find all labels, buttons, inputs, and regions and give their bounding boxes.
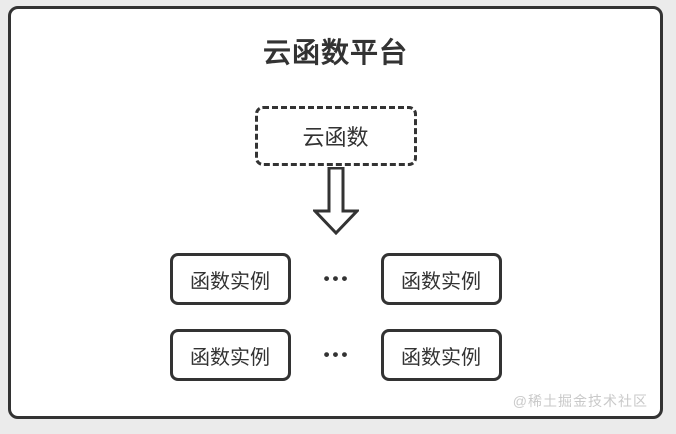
cloud-function-box: 云函数 [254, 106, 417, 166]
function-instance-box: 函数实例 [169, 253, 291, 305]
function-instance-box: 函数实例 [380, 253, 502, 305]
page-title: 云函数平台 [262, 37, 408, 68]
function-instance-box: 函数实例 [380, 329, 502, 381]
instance-row: 函数实例 ••• 函数实例 [169, 253, 502, 305]
ellipsis-dots: ••• [323, 345, 351, 364]
watermark: @稀土掘金技术社区 [512, 393, 648, 409]
diagram-card: 云函数平台 云函数 函数实例 ••• 函数实例 函数实例 ••• 函数实例 @稀… [8, 6, 663, 419]
function-instance-box: 函数实例 [169, 329, 291, 381]
ellipsis-dots: ••• [323, 269, 351, 288]
down-arrow-icon [312, 167, 359, 235]
instance-grid: 函数实例 ••• 函数实例 函数实例 ••• 函数实例 [11, 253, 660, 381]
instance-row: 函数实例 ••• 函数实例 [169, 329, 502, 381]
